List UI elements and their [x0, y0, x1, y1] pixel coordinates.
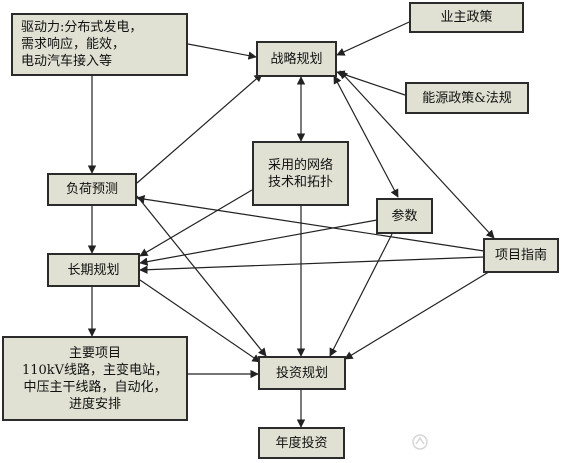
- main-projects-box: 主要项目 110kV线路，主变电站， 中压主干线路，自动化， 进度安排: [2, 336, 188, 421]
- network-tech-box: 采用的网络 技术和拓扑: [252, 141, 349, 206]
- long-term-box: 长期规划: [47, 253, 140, 287]
- strategy-box: 战略规划: [256, 41, 337, 77]
- annual-investment-box: 年度投资: [258, 427, 345, 459]
- project-guide-box: 项目指南: [483, 238, 559, 273]
- energy-policy-box: 能源政策&法规: [405, 82, 529, 114]
- owner-policy-box: 业主政策: [409, 2, 524, 33]
- investment-box: 投资规划: [258, 356, 346, 390]
- watermark-logo: [412, 434, 428, 450]
- load-forecast-box: 负荷预测: [47, 173, 137, 206]
- driver-box: 驱动力:分布式发电， 需求响应，能效， 电动汽车接入等: [11, 13, 188, 76]
- parameters-box: 参数: [376, 198, 433, 234]
